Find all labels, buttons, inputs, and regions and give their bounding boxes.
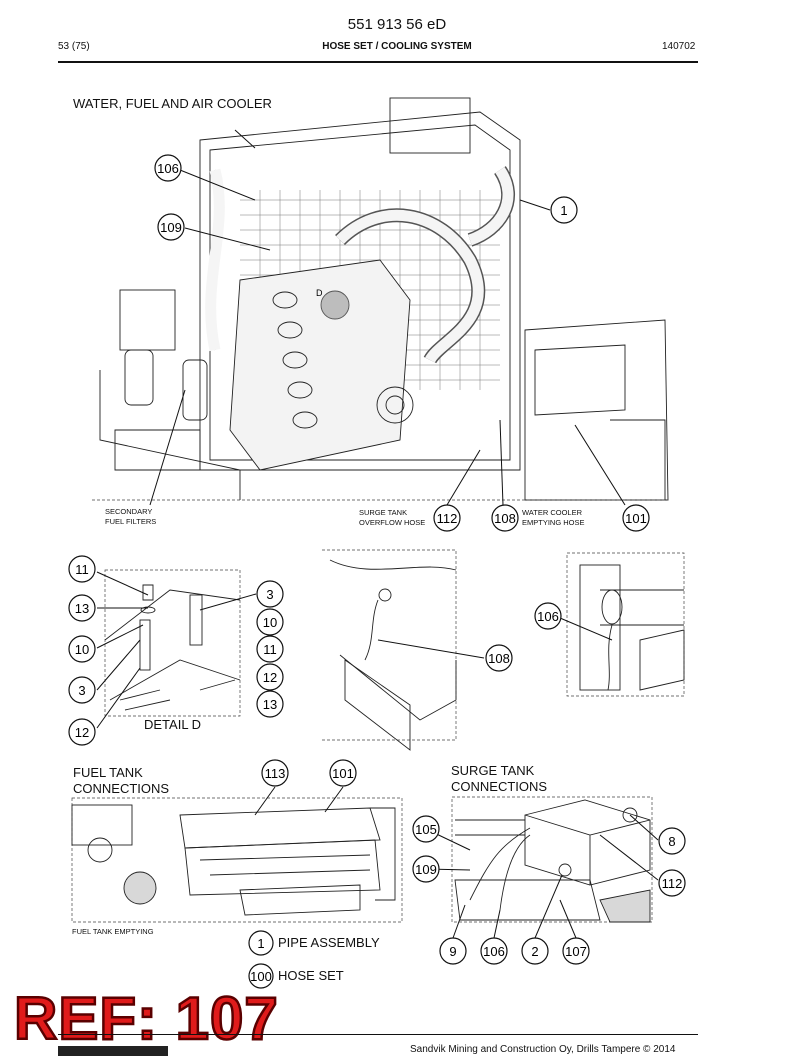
sandvik-logo [58, 1046, 168, 1056]
detail-d-title: DETAIL D [144, 717, 202, 732]
callout-113: 113 [261, 759, 289, 787]
svg-text:112: 112 [662, 876, 683, 891]
footer-copyright: Sandvik Mining and Construction Oy, Dril… [410, 1044, 676, 1055]
callout-13-right: 13 [256, 690, 284, 718]
callout-106-hose: 106 [534, 602, 562, 630]
callout-107: 107 [562, 937, 590, 965]
svg-text:106: 106 [483, 944, 505, 959]
callout-112-main: 112 [433, 504, 461, 532]
callouts-hose-views: 108 106 [485, 602, 562, 672]
surge-tank-drawing [451, 796, 653, 923]
page-number: 53 (75) [58, 41, 90, 52]
detail-letter: D [316, 288, 323, 298]
callout-2: 2 [521, 937, 549, 965]
svg-text:100: 100 [250, 969, 272, 984]
header-rule [58, 61, 698, 63]
svg-text:107: 107 [565, 944, 587, 959]
document-number: 551 913 56 eD [347, 16, 447, 33]
svg-text:112: 112 [437, 511, 458, 526]
callout-13-left: 13 [68, 594, 96, 622]
callout-9: 9 [439, 937, 467, 965]
fuel-tank-connections-title-1: FUEL TANK [73, 765, 143, 780]
svg-text:113: 113 [265, 766, 286, 781]
legend-bubble-1: 1 [248, 930, 274, 956]
surge-tank-overflow-label-1: SURGE TANK [359, 508, 408, 517]
secondary-fuel-filters-label-2: FUEL FILTERS [105, 517, 157, 526]
svg-text:101: 101 [625, 511, 647, 526]
svg-text:108: 108 [488, 651, 510, 666]
callouts-main: 106 109 1 112 108 101 [154, 154, 650, 532]
callouts-fuel-tank: 113 101 [261, 759, 357, 787]
callout-101-fuel: 101 [329, 759, 357, 787]
fuel-tank-drawing [71, 797, 403, 923]
legend-bubble-100: 100 [248, 963, 274, 989]
svg-text:1: 1 [257, 936, 264, 951]
svg-text:109: 109 [415, 862, 437, 877]
callout-1-main: 1 [550, 196, 578, 224]
fuel-tank-connections-title-2: CONNECTIONS [73, 781, 170, 796]
water-cooler-emptying-label-1: WATER COOLER [522, 508, 583, 517]
callout-10-right: 10 [256, 608, 284, 636]
legend-hose-set: HOSE SET [278, 968, 344, 983]
svg-text:13: 13 [263, 697, 277, 712]
callout-11-right: 11 [256, 635, 284, 663]
svg-text:106: 106 [537, 609, 559, 624]
section-title: HOSE SET / COOLING SYSTEM [322, 41, 472, 52]
svg-text:1: 1 [560, 203, 567, 218]
callout-12-left: 12 [68, 718, 96, 746]
svg-text:8: 8 [668, 834, 675, 849]
callout-106-surge: 106 [480, 937, 508, 965]
callout-108-main: 108 [491, 504, 519, 532]
svg-text:9: 9 [449, 944, 456, 959]
surge-tank-overflow-label-2: OVERFLOW HOSE [359, 518, 426, 527]
callout-10-left: 10 [68, 635, 96, 663]
water-cooler-emptying-label-2: EMPTYING HOSE [522, 518, 585, 527]
callouts-surge-tank: 105 109 8 112 9 106 2 107 [412, 815, 686, 965]
svg-text:106: 106 [157, 161, 179, 176]
date-code: 140702 [662, 41, 696, 52]
main-view-drawing [92, 97, 669, 501]
callout-101-main: 101 [622, 504, 650, 532]
svg-text:12: 12 [75, 725, 89, 740]
callout-3-right: 3 [256, 580, 284, 608]
ref-stamp: REF: 107 [13, 984, 279, 1053]
svg-text:3: 3 [266, 587, 273, 602]
footer-rule [58, 1034, 698, 1035]
svg-text:12: 12 [263, 670, 277, 685]
leader-lines [96, 129, 659, 939]
callout-12-right: 12 [256, 663, 284, 691]
svg-text:13: 13 [75, 601, 89, 616]
main-view-title: WATER, FUEL AND AIR COOLER [73, 96, 272, 111]
surge-tank-connections-title-2: CONNECTIONS [451, 779, 548, 794]
callout-112-surge: 112 [658, 869, 686, 897]
callout-105: 105 [412, 815, 440, 843]
svg-text:109: 109 [160, 220, 182, 235]
svg-text:2: 2 [531, 944, 538, 959]
svg-text:105: 105 [415, 822, 437, 837]
callout-108-hose: 108 [485, 644, 513, 672]
svg-text:11: 11 [263, 642, 277, 657]
svg-text:3: 3 [78, 683, 85, 698]
callout-106-main: 106 [154, 154, 182, 182]
svg-text:10: 10 [75, 642, 89, 657]
callouts-detail-d: 11 13 10 3 12 3 10 11 12 13 [68, 555, 284, 746]
svg-text:11: 11 [75, 562, 89, 577]
hose-106-drawing [566, 552, 685, 697]
svg-text:10: 10 [263, 615, 277, 630]
callout-109-main: 109 [157, 213, 185, 241]
detail-d-drawing [104, 569, 241, 717]
callout-109-surge: 109 [412, 855, 440, 883]
svg-text:108: 108 [494, 511, 516, 526]
hose-108-drawing [322, 549, 457, 751]
svg-text:101: 101 [332, 766, 354, 781]
callout-8: 8 [658, 827, 686, 855]
legend-pipe-assembly: PIPE ASSEMBLY [278, 935, 380, 950]
surge-tank-connections-title-1: SURGE TANK [451, 763, 535, 778]
callout-3-left: 3 [68, 676, 96, 704]
secondary-fuel-filters-label-1: SECONDARY [105, 507, 153, 516]
legend-bubbles: 1 100 [248, 930, 274, 989]
callout-11-left: 11 [68, 555, 96, 583]
fuel-tank-emptying-label: FUEL TANK EMPTYING [72, 927, 154, 936]
